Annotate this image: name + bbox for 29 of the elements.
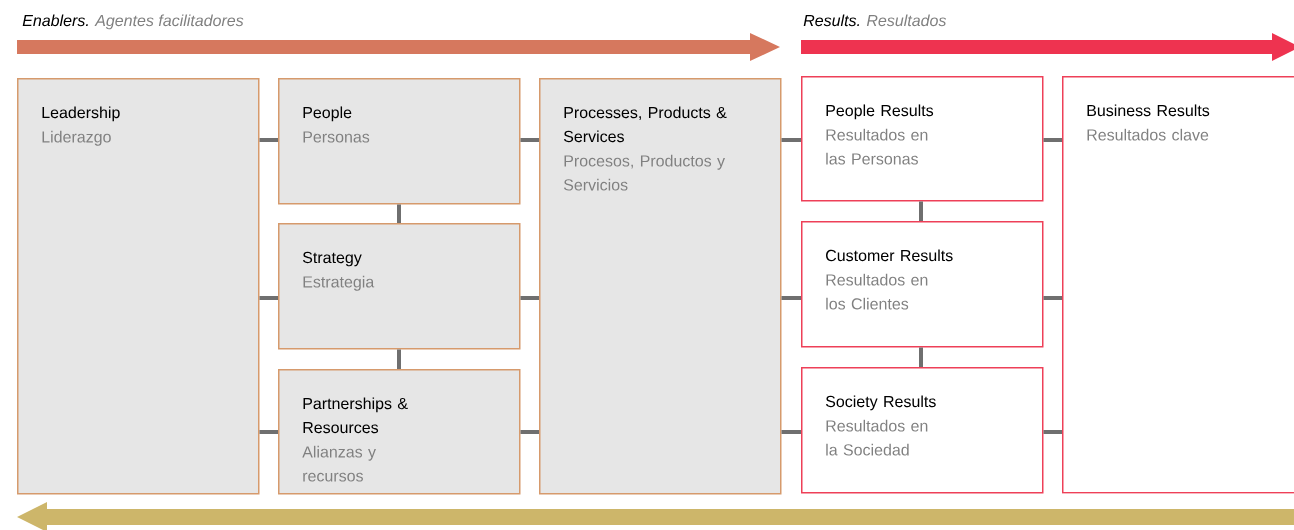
connector-line [259,430,278,434]
heading-label: Agentes facilitadores [94,14,244,30]
process-box: Society Results Resultados en la Sociedad [801,367,1044,494]
process-box: Partnerships & Resources Alianzas y recursos [278,369,521,495]
connector-line [781,430,801,434]
connector-line [397,204,401,223]
connector-line [397,349,401,369]
connector-line [520,296,539,300]
connector-line [919,347,923,367]
connector-line [1043,430,1062,434]
process-box: People Results Resultados en las Personas [801,76,1044,202]
connector-line [919,201,923,221]
connector-line [781,138,801,142]
connector-line [1043,296,1062,300]
heading-label: Results. [803,14,859,27]
connector-line [520,138,539,142]
process-box: Strategy Estrategia [278,223,521,350]
process-box: Leadership Liderazgo [17,78,260,495]
connector-line [259,138,278,142]
process-box: People Personas [278,78,521,205]
connector-line [1043,138,1062,142]
connector-line [781,296,801,300]
connector-line [259,296,278,300]
process-box: Business Results Resultados clave [1062,76,1294,494]
connector-line [520,430,539,434]
process-box: Processes, Products & Services Procesos, Productos y Servicios [539,78,782,495]
heading-label: Enablers. [22,14,88,27]
process-box: Customer Results Resultados en los Clientes [801,221,1044,348]
heading-label: Resultados [866,14,947,27]
